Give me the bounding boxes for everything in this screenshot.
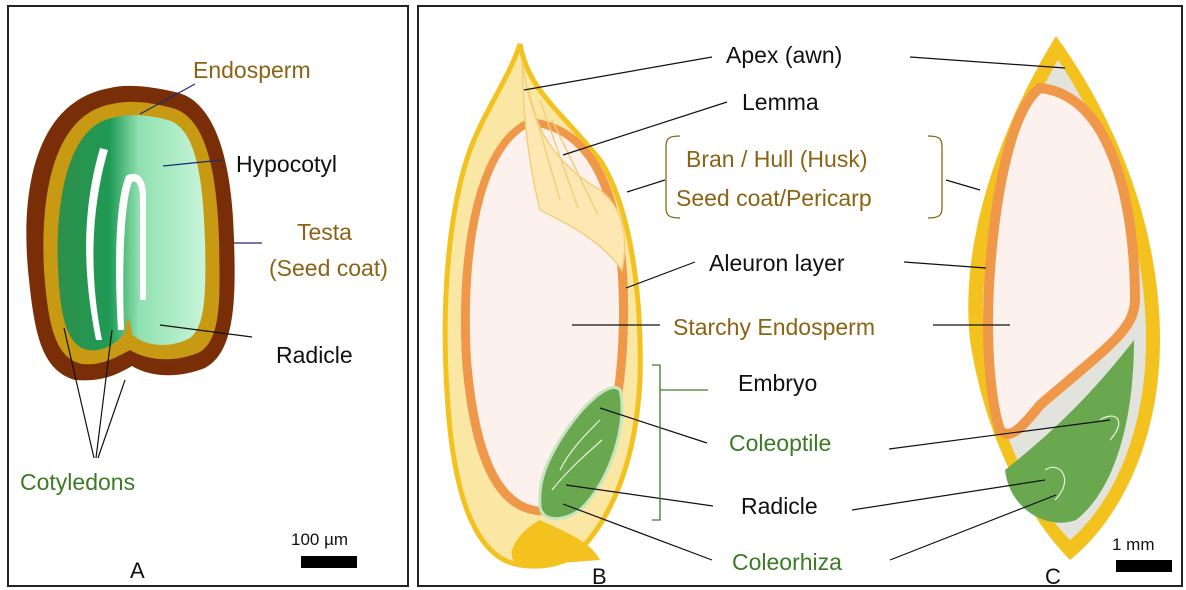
label-bran: Bran / Hull (Husk) [686, 146, 867, 172]
cotyledon-leader-3 [98, 380, 125, 458]
scale-bar-c [1116, 560, 1172, 572]
label-testa: Testa [297, 219, 352, 245]
label-seed-coat-pericarp: Seed coat/Pericarp [676, 185, 872, 211]
label-starchy-endosperm: Starchy Endosperm [673, 314, 875, 340]
bran-bracket-right [928, 136, 942, 218]
embryo-bracket [652, 365, 708, 520]
label-apex: Apex (awn) [726, 42, 842, 68]
panel-a-seed [26, 86, 234, 380]
label-aleuron: Aleuron layer [709, 250, 845, 276]
label-coleorhiza: Coleorhiza [732, 549, 842, 575]
label-radicle-b: Radicle [741, 493, 818, 519]
label-seed-coat: (Seed coat) [269, 255, 388, 281]
panel-b-grain [445, 44, 640, 566]
panel-c-grain [968, 36, 1160, 560]
label-endosperm: Endosperm [193, 57, 311, 83]
label-radicle-a: Radicle [276, 342, 353, 368]
panel-letter-b: B [592, 564, 607, 589]
label-embryo: Embryo [738, 370, 817, 396]
scale-label-a: 100 µm [291, 530, 348, 549]
label-coleoptile: Coleoptile [729, 430, 831, 456]
label-cotyledons: Cotyledons [20, 469, 135, 495]
scale-label-c: 1 mm [1112, 535, 1155, 554]
scale-bar-a [301, 556, 357, 568]
panel-letter-a: A [130, 558, 145, 583]
panel-letter-c: C [1045, 564, 1061, 589]
embryo-body [58, 115, 206, 350]
label-lemma: Lemma [742, 89, 819, 115]
label-hypocotyl: Hypocotyl [236, 151, 337, 177]
